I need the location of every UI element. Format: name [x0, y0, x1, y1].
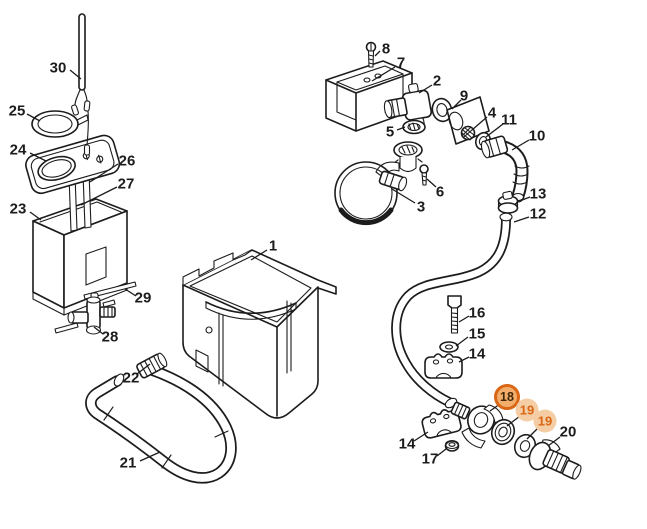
callout-9[interactable]: 9 — [459, 87, 469, 105]
part-17-nut — [444, 439, 460, 452]
part-14-clamp-upper — [424, 353, 463, 379]
part-10-elbow-hose — [480, 135, 530, 203]
part-1-container-box — [182, 249, 337, 419]
callout-10[interactable]: 10 — [528, 127, 546, 145]
part-16-bolt — [447, 295, 462, 334]
callout-30[interactable]: 30 — [49, 59, 67, 77]
callout-15[interactable]: 15 — [468, 325, 486, 343]
part-25-sealing-ring — [31, 110, 89, 138]
part-4-filter-screen — [460, 125, 476, 141]
callout-22[interactable]: 22 — [122, 369, 140, 387]
callout-2[interactable]: 2 — [432, 72, 442, 90]
part-13-hose-clip — [497, 190, 519, 214]
callout-29[interactable]: 29 — [134, 289, 152, 307]
callout-25[interactable]: 25 — [8, 102, 26, 120]
part-24-tank-lid — [25, 134, 121, 195]
part-20-coupling — [528, 439, 582, 480]
callout-16[interactable]: 16 — [468, 304, 486, 322]
callout-28[interactable]: 28 — [101, 328, 119, 346]
part-23-water-tank — [32, 198, 128, 316]
part-8-screw — [365, 41, 377, 68]
callout-leader-lines — [26, 50, 561, 462]
callout-27[interactable]: 27 — [117, 175, 135, 193]
part-6-screw — [419, 164, 429, 186]
callout-19[interactable]: 19 — [515, 398, 539, 422]
part-15-washer — [439, 341, 459, 353]
callout-11[interactable]: 11 — [501, 111, 517, 129]
callout-23[interactable]: 23 — [9, 200, 27, 218]
callout-3[interactable]: 3 — [416, 198, 426, 216]
callout-21[interactable]: 21 — [119, 454, 137, 472]
callout-17[interactable]: 17 — [421, 450, 439, 468]
callout-14[interactable]: 14 — [398, 435, 416, 453]
callout-1[interactable]: 1 — [268, 237, 278, 255]
callout-7[interactable]: 7 — [396, 54, 406, 72]
part-21-hose — [85, 364, 237, 484]
callout-26[interactable]: 26 — [118, 152, 136, 170]
callout-13[interactable]: 13 — [529, 185, 547, 203]
part-2-valve-body — [383, 83, 453, 129]
callout-20[interactable]: 20 — [559, 423, 577, 441]
part-9-plate — [446, 96, 490, 145]
callout-14[interactable]: 14 — [468, 345, 486, 363]
callout-4[interactable]: 4 — [487, 104, 497, 122]
part-18-elbow-fitting — [450, 401, 504, 449]
callout-19[interactable]: 19 — [533, 409, 557, 433]
callout-6[interactable]: 6 — [435, 183, 445, 201]
part-19-seal — [490, 418, 516, 446]
part-28-tap-valve — [67, 292, 116, 335]
callout-5[interactable]: 5 — [385, 123, 395, 141]
callout-24[interactable]: 24 — [9, 141, 27, 159]
part-30-level-sensor — [71, 13, 91, 156]
callout-12[interactable]: 12 — [529, 205, 547, 223]
callout-8[interactable]: 8 — [381, 40, 391, 58]
part-3-clamp-ring — [334, 141, 423, 226]
part-5-grommet — [402, 119, 426, 135]
